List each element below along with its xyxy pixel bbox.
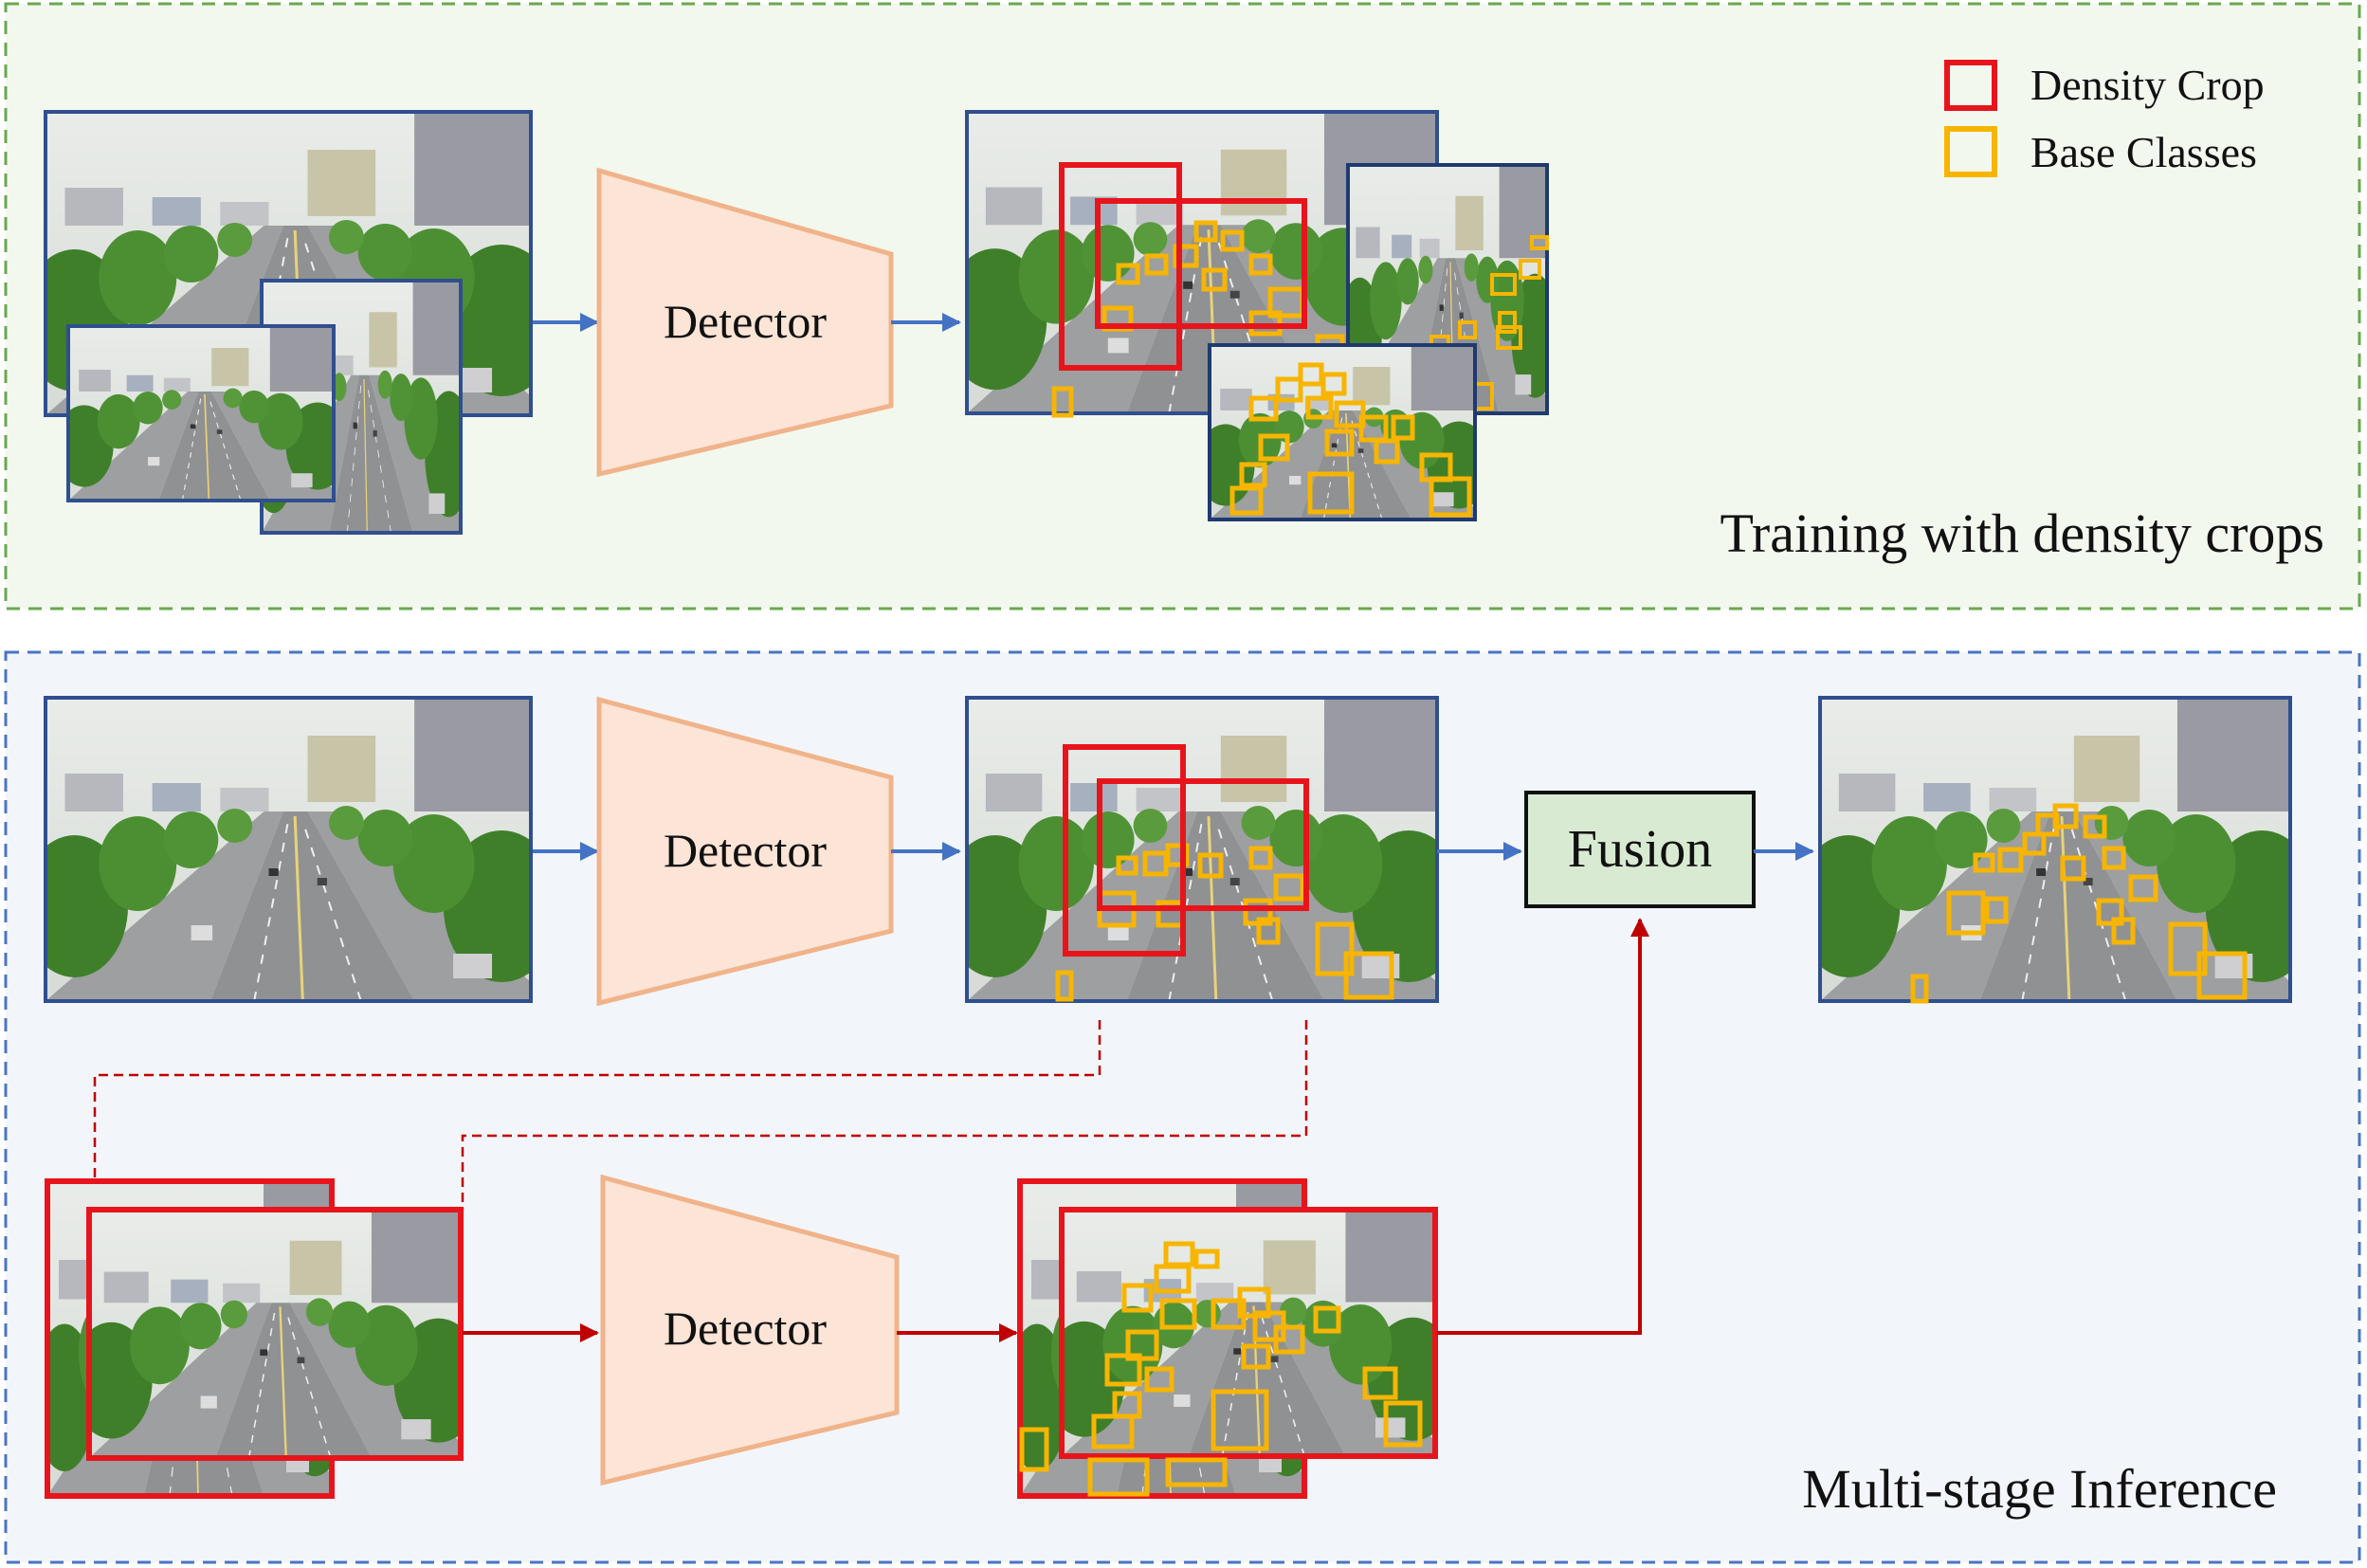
training-input-images — [44, 110, 533, 535]
yellow-boxes — [1229, 362, 1472, 518]
detector-block: Detector — [596, 167, 894, 478]
fusion-block: Fusion — [1524, 791, 1756, 908]
legend-label-base-classes: Base Classes — [2030, 128, 2257, 176]
final-output — [1818, 696, 2292, 1004]
scene-image — [1208, 343, 1477, 521]
inference-panel: Detector — [4, 650, 2361, 1564]
legend-swatch-base-classes — [1944, 126, 1997, 177]
cropped-input-images — [45, 1178, 464, 1499]
detector-block: Detector — [596, 696, 894, 1007]
detector-label: Detector — [664, 295, 827, 348]
crop-boxes — [1059, 162, 1307, 371]
scene-image — [66, 324, 336, 502]
fusion-label: Fusion — [1568, 820, 1713, 879]
legend-swatch-density-crop — [1944, 60, 1997, 111]
training-title: Training with density crops — [1721, 502, 2324, 564]
legend: Density Crop Base Classes — [1944, 60, 2265, 177]
detector-block: Detector — [600, 1174, 900, 1486]
crop-connector — [461, 1020, 1308, 1210]
detector-label: Detector — [664, 824, 827, 877]
scene-image — [86, 1207, 464, 1461]
training-output-images — [965, 110, 1549, 521]
inference-title: Multi-stage Inference — [1802, 1458, 2277, 1520]
legend-label-density-crop: Density Crop — [2030, 61, 2265, 109]
scene-image — [44, 696, 533, 1003]
training-panel: Detector — [4, 2, 2361, 611]
arrow-to-fusion — [1437, 918, 1649, 1335]
detector-label: Detector — [664, 1302, 827, 1355]
second-stage-output — [1017, 1178, 1438, 1499]
first-stage-output — [965, 696, 1439, 1003]
